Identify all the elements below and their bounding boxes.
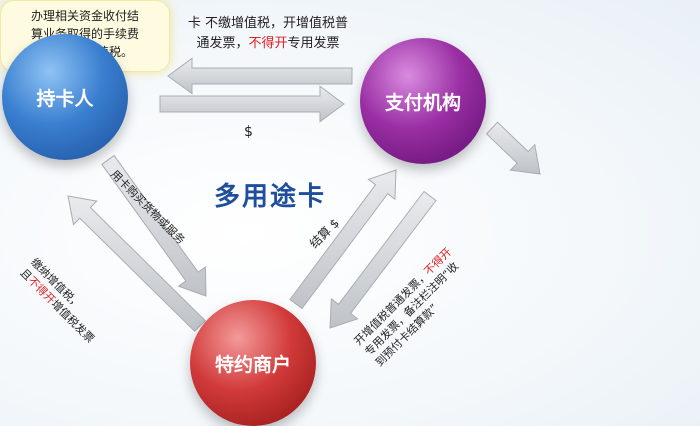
- arrow-payment-to-side-note: [485, 121, 541, 175]
- arrow-merchant-to-payment: [289, 169, 397, 310]
- arrow-payment-to-cardholder: [167, 57, 353, 95]
- arrow-payment-to-merchant: [329, 190, 437, 329]
- top-note-line2: 通发票，不得开专用发票: [168, 34, 368, 54]
- center-title: 多用途卡: [214, 182, 327, 212]
- top-note: 卡 不缴增值税，开增值税普 通发票，不得开专用发票: [168, 14, 368, 54]
- top-note-line2-a: 通发票，: [196, 36, 249, 51]
- top-note-line2-red: 不得开: [248, 36, 288, 51]
- arrow-cardholder-to-merchant: [101, 154, 207, 297]
- top-note-line2-b: 专用发票: [287, 36, 340, 51]
- side-note-line1: 办理相关资金收付结: [30, 9, 139, 23]
- node-merchant: 特约商户: [190, 300, 316, 426]
- node-cardholder: 持卡人: [2, 34, 128, 160]
- node-payment-institution: 支付机构: [360, 38, 486, 164]
- top-note-line1: 卡 不缴增值税，开增值税普: [187, 16, 349, 31]
- arrow-merchant-to-cardholder: [67, 195, 207, 333]
- arrow-cardholder-to-payment: [159, 85, 345, 123]
- dollar-label-top: $: [244, 124, 253, 140]
